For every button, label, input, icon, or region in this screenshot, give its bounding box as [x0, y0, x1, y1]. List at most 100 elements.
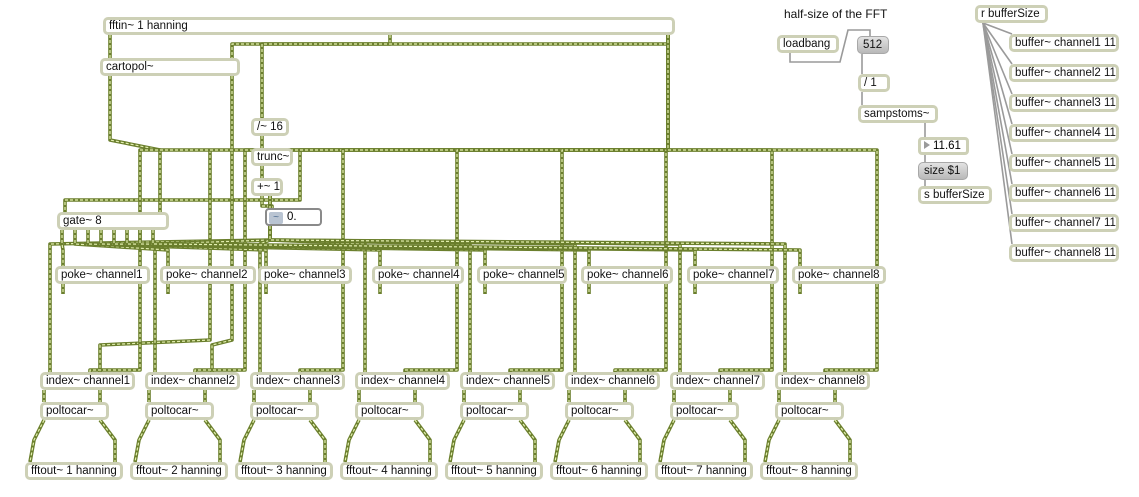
- signal-cord: [823, 284, 879, 372]
- buffer-object[interactable]: buffer~ channel4 11: [1009, 124, 1119, 142]
- buffer-object[interactable]: buffer~ channel6 11: [1009, 184, 1119, 202]
- control-cord: [982, 22, 1013, 245]
- send-buffersize-object[interactable]: s bufferSize: [918, 186, 992, 204]
- signal-cord: [299, 284, 344, 372]
- fftout-object[interactable]: fftout~ 2 hanning: [130, 462, 228, 480]
- poke-object[interactable]: poke~ channel3: [258, 266, 352, 284]
- buffer-object[interactable]: buffer~ channel2 11: [1009, 64, 1119, 82]
- signal-cord: [269, 196, 786, 372]
- receive-buffersize-object[interactable]: r bufferSize: [975, 5, 1048, 23]
- signal-cord: [833, 418, 852, 462]
- poke-object[interactable]: poke~ channel4: [372, 266, 464, 284]
- signal-cord: [89, 284, 141, 372]
- signal-cord: [553, 419, 571, 463]
- signal-cord: [239, 419, 255, 463]
- signal-cord: [561, 35, 669, 266]
- fftin-object[interactable]: fftin~ 1 hanning: [103, 17, 675, 35]
- signal-cord: [100, 230, 381, 266]
- fftout-object[interactable]: fftout~ 6 hanning: [550, 462, 648, 480]
- poke-object[interactable]: poke~ channel6: [581, 266, 673, 284]
- poltocar-object[interactable]: poltocar~: [40, 402, 109, 420]
- signal-cord: [518, 418, 537, 462]
- signal-cord: [238, 419, 256, 463]
- signal-cord: [449, 419, 465, 463]
- fftout-object[interactable]: fftout~ 4 hanning: [340, 462, 438, 480]
- sampstoms-object[interactable]: sampstoms~: [858, 105, 938, 123]
- signal-cord: [659, 419, 675, 463]
- signal-cord: [729, 419, 746, 462]
- trunc-object[interactable]: trunc~: [251, 148, 293, 166]
- buffer-object[interactable]: buffer~ channel1 11: [1009, 34, 1119, 52]
- ms-number-box[interactable]: 11.61: [918, 137, 969, 155]
- signal-cord: [98, 418, 117, 462]
- buffer-object[interactable]: buffer~ channel8 11: [1009, 244, 1119, 262]
- poke-object[interactable]: poke~ channel8: [792, 266, 886, 284]
- cartopol-object[interactable]: cartopol~: [100, 58, 240, 76]
- signal-cord: [260, 35, 670, 118]
- control-cord: [982, 22, 1013, 125]
- fftout-object[interactable]: fftout~ 5 hanning: [445, 462, 543, 480]
- signal-cord: [261, 35, 669, 118]
- plus-1-object[interactable]: +~ 1: [251, 178, 283, 196]
- index-object[interactable]: index~ channel8: [775, 372, 870, 390]
- signal-cord: [614, 284, 667, 372]
- poltocar-object[interactable]: poltocar~: [565, 402, 634, 420]
- signal-cord: [404, 284, 458, 372]
- signal-cord: [268, 196, 787, 372]
- poltocar-object[interactable]: poltocar~: [460, 402, 529, 420]
- signal-cord: [448, 419, 466, 463]
- signal-wave-icon: ~: [269, 212, 283, 224]
- signal-cord: [403, 284, 459, 372]
- signal-cord: [834, 419, 851, 462]
- size-512-message[interactable]: 512: [857, 36, 889, 54]
- index-object[interactable]: index~ channel5: [460, 372, 555, 390]
- index-object[interactable]: index~ channel1: [40, 372, 135, 390]
- control-cord: [789, 29, 871, 63]
- signal-cord: [509, 284, 563, 372]
- signal-cord: [134, 419, 150, 463]
- fftout-object[interactable]: fftout~ 1 hanning: [25, 462, 123, 480]
- signal-cord: [728, 418, 747, 462]
- fftout-object[interactable]: fftout~ 7 hanning: [655, 462, 753, 480]
- poke-object[interactable]: poke~ channel7: [687, 266, 779, 284]
- signal-cord: [108, 76, 162, 212]
- divide-1-object[interactable]: / 1: [858, 74, 890, 92]
- signal-cord: [230, 35, 392, 58]
- poltocar-object[interactable]: poltocar~: [250, 402, 319, 420]
- poke-object[interactable]: poke~ channel2: [160, 266, 256, 284]
- index-object[interactable]: index~ channel2: [145, 372, 240, 390]
- poltocar-object[interactable]: poltocar~: [355, 402, 424, 420]
- index-object[interactable]: index~ channel4: [355, 372, 450, 390]
- poltocar-object[interactable]: poltocar~: [775, 402, 844, 420]
- index-object[interactable]: index~ channel6: [565, 372, 660, 390]
- control-cord: [982, 22, 1013, 155]
- signal-cord: [613, 284, 668, 372]
- signal-number-box[interactable]: ~0.: [265, 208, 322, 226]
- signal-cord: [152, 230, 801, 266]
- signal-cord: [413, 418, 432, 462]
- index-object[interactable]: index~ channel7: [670, 372, 765, 390]
- buffer-object[interactable]: buffer~ channel5 11: [1009, 154, 1119, 172]
- fftout-object[interactable]: fftout~ 3 hanning: [235, 462, 333, 480]
- fftout-object[interactable]: fftout~ 8 hanning: [760, 462, 858, 480]
- signal-cord: [231, 35, 391, 58]
- index-object[interactable]: index~ channel3: [250, 372, 345, 390]
- size-message[interactable]: size $1: [918, 162, 968, 180]
- signal-cord: [519, 419, 536, 462]
- signal-cord: [193, 284, 247, 372]
- poke-object[interactable]: poke~ channel5: [477, 266, 567, 284]
- buffer-object[interactable]: buffer~ channel7 11: [1009, 214, 1119, 232]
- poke-object[interactable]: poke~ channel1: [55, 266, 150, 284]
- signal-cord: [343, 419, 361, 463]
- poltocar-object[interactable]: poltocar~: [670, 402, 739, 420]
- buffer-object[interactable]: buffer~ channel3 11: [1009, 94, 1119, 112]
- loadbang-object[interactable]: loadbang: [777, 35, 839, 53]
- signal-cord: [210, 76, 234, 372]
- gate-object[interactable]: gate~ 8: [57, 212, 169, 230]
- signal-cord: [508, 284, 564, 372]
- divide-16-object[interactable]: /~ 16: [251, 118, 289, 136]
- poltocar-object[interactable]: poltocar~: [145, 402, 214, 420]
- signal-cord: [824, 284, 878, 372]
